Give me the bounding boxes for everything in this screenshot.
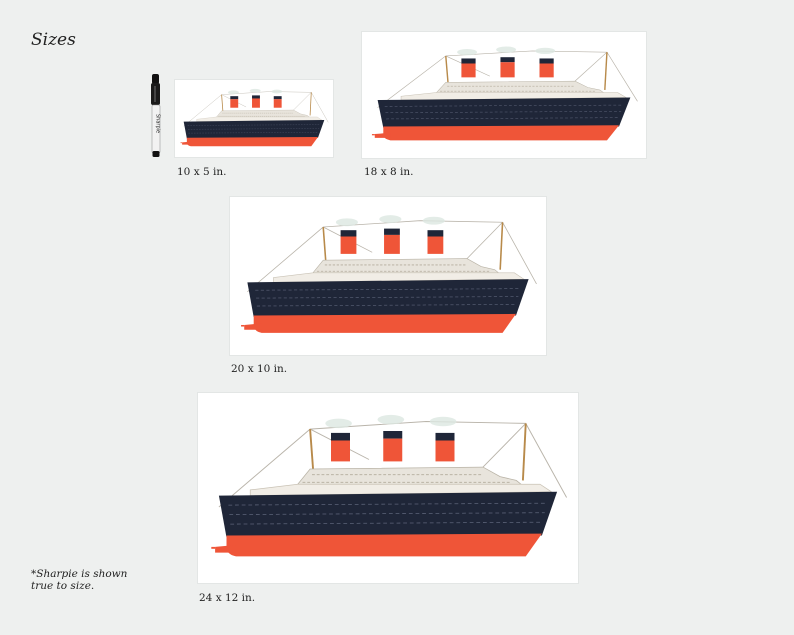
ship-illustration — [241, 215, 537, 333]
sharpie-marker-icon: Sharpie — [148, 74, 164, 158]
print-card-10x5[interactable] — [175, 80, 333, 157]
ship-illustration — [211, 414, 568, 557]
sharpie-note: *Sharpie is shown true to size. — [31, 568, 127, 592]
size-label-24x12: 24 x 12 in. — [199, 592, 256, 604]
size-label-18x8: 18 x 8 in. — [364, 166, 414, 178]
size-label-10x5: 10 x 5 in. — [177, 166, 227, 178]
print-card-20x10[interactable] — [230, 197, 546, 355]
svg-text:Sharpie: Sharpie — [155, 114, 161, 133]
size-label-20x10: 20 x 10 in. — [231, 363, 288, 375]
print-card-18x8[interactable] — [362, 32, 646, 158]
note-line-2: true to size. — [31, 580, 95, 592]
note-line-1: *Sharpie is shown — [31, 568, 128, 580]
page-title: Sizes — [31, 30, 76, 50]
print-card-24x12[interactable] — [198, 393, 578, 583]
ship-illustration — [371, 46, 638, 141]
ship-illustration — [180, 88, 329, 147]
